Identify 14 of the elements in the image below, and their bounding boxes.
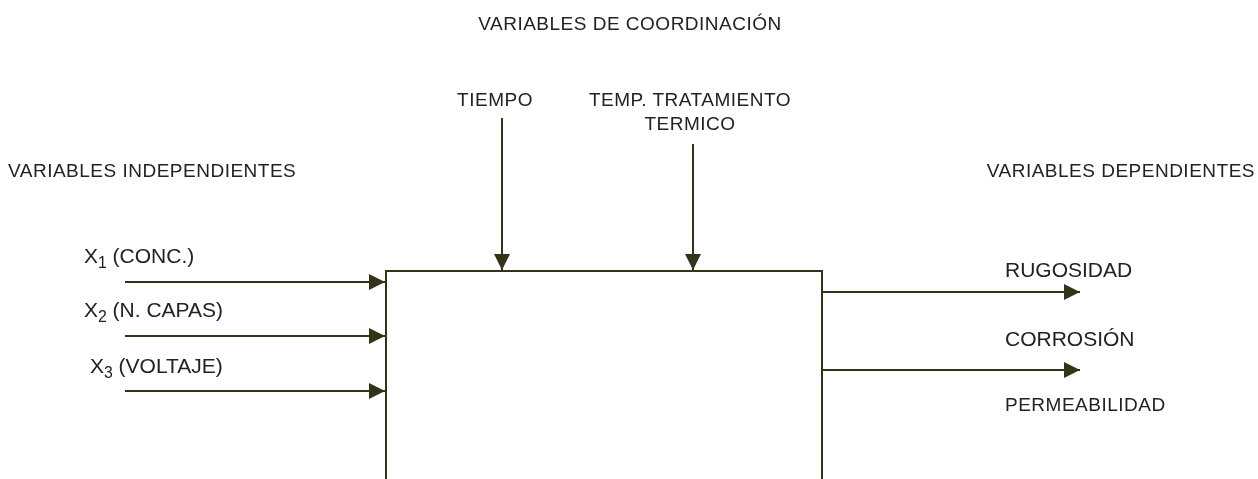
arrow	[822, 284, 1081, 300]
arrow	[822, 362, 1081, 378]
arrow	[685, 143, 701, 271]
input-variable-label: TEMP. TRATAMIENTO TERMICO	[565, 88, 815, 140]
arrow	[494, 117, 510, 271]
output-label: PERMEABILIDAD	[1005, 393, 1166, 417]
group-heading: VARIABLES INDEPENDIENTES	[8, 159, 297, 183]
arrow	[124, 383, 386, 399]
input-variable-label: TIEMPO	[443, 88, 547, 114]
process-box	[385, 270, 823, 479]
arrow	[124, 274, 386, 290]
arrow	[124, 328, 386, 344]
title: VARIABLES DE COORDINACIÓN	[478, 12, 782, 36]
group-heading: VARIABLES DEPENDIENTES	[986, 159, 1255, 183]
